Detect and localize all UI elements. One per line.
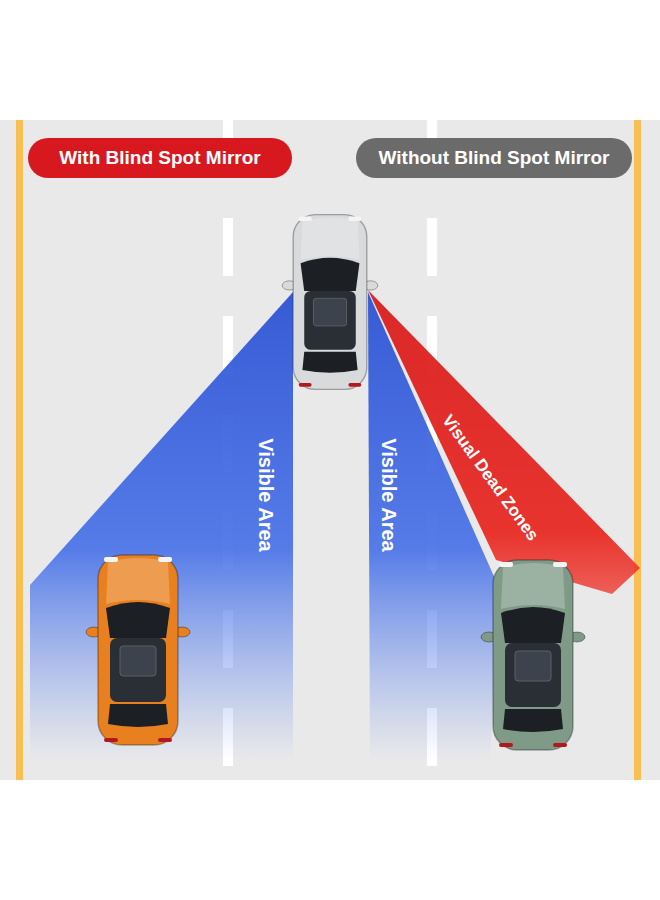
mode-badge: With Blind Spot Mirror: [28, 138, 292, 178]
road-surface: [0, 120, 660, 780]
visible-area-cone: Visible Area: [30, 288, 296, 760]
orange-car: [86, 555, 190, 745]
silver-car: [282, 215, 378, 390]
road-edge-line: [634, 120, 641, 780]
dead-zone-band: Visual Dead Zones: [366, 284, 642, 596]
badge-label: Without Blind Spot Mirror: [379, 147, 610, 169]
visible-area-cone-fill: [30, 292, 293, 760]
green-car: [481, 560, 585, 750]
road-edge-line: [16, 120, 23, 780]
mode-badge: Without Blind Spot Mirror: [356, 138, 632, 178]
badge-label: With Blind Spot Mirror: [59, 147, 260, 169]
zone-label: Visible Area: [377, 438, 400, 551]
zone-label: Visible Area: [254, 438, 277, 551]
dead-zone-band-outline: [366, 284, 642, 596]
dead-zone-band-fill: [368, 290, 640, 594]
